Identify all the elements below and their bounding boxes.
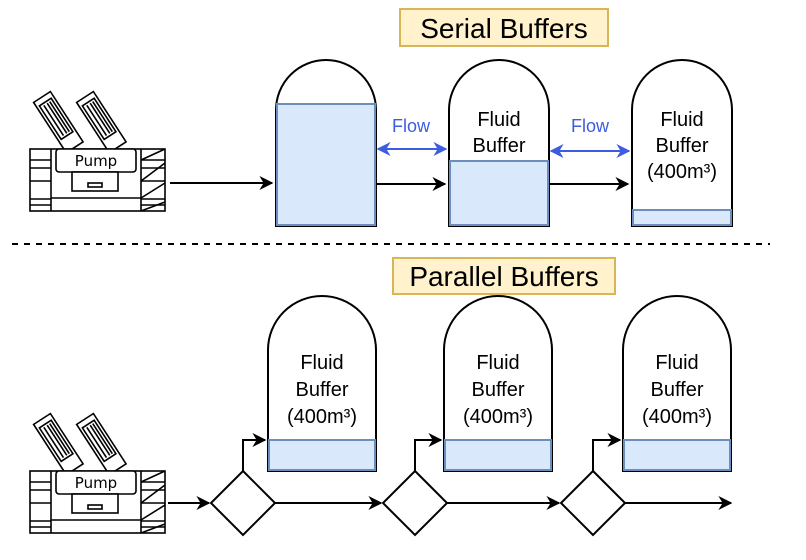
tank-label-line: Buffer	[296, 379, 349, 401]
serial-tank-1	[275, 59, 377, 227]
flow-label-2: Flow	[571, 116, 610, 136]
splitter-diamond-3	[559, 469, 627, 537]
fluid-level	[449, 160, 549, 226]
tank-label-line: Fluid	[655, 352, 698, 374]
tank-label-line: Fluid	[477, 109, 520, 131]
tank-label-line: Fluid	[660, 109, 703, 131]
tank-label-line: (400m³)	[642, 406, 712, 428]
parallel-tank-3: Fluid Buffer (400m³)	[622, 295, 732, 472]
tank-outline	[443, 295, 553, 472]
tank-label-line: Buffer	[651, 379, 704, 401]
tank-outline	[622, 295, 732, 472]
fluid-level	[623, 439, 731, 471]
splitter-diamond-1	[209, 469, 277, 537]
flow-label-1: Flow	[392, 116, 431, 136]
tank-label-line: Fluid	[300, 352, 343, 374]
fluid-level	[632, 209, 732, 226]
parallel-title: Parallel Buffers	[392, 257, 616, 295]
branch-arrow-3	[592, 433, 622, 471]
fluid-level	[444, 439, 552, 471]
serial-title: Serial Buffers	[399, 8, 609, 47]
tank-label-line: Buffer	[472, 379, 525, 401]
tank-label-line: Buffer	[473, 135, 526, 157]
fluid-level	[268, 439, 376, 471]
serial-tank-3: Fluid Buffer (400m³)	[631, 59, 733, 227]
fluid-level	[276, 103, 376, 226]
parallel-title-box	[392, 257, 616, 295]
parallel-title-text: Parallel Buffers	[409, 261, 598, 292]
splitter-diamond-2	[381, 469, 449, 537]
pump-label: Pump	[75, 152, 117, 170]
serial-tank-2: Fluid Buffer	[448, 59, 550, 227]
tank-outline	[267, 295, 377, 472]
tank-label-line: (400m³)	[463, 406, 533, 428]
pump-label: Pump	[75, 474, 117, 492]
parallel-section: Parallel Buffers Pump Fluid Buffer (400m…	[29, 257, 733, 537]
parallel-tank-1: Fluid Buffer (400m³)	[267, 295, 377, 472]
serial-pump: Pump	[29, 90, 166, 212]
parallel-tank-2: Fluid Buffer (400m³)	[443, 295, 553, 472]
tank-label-line: (400m³)	[647, 161, 717, 183]
tank-outline	[631, 59, 733, 227]
tank-label-line: (400m³)	[287, 406, 357, 428]
parallel-pump: Pump	[29, 412, 166, 534]
tank-label-line: Fluid	[476, 352, 519, 374]
branch-arrow-1	[242, 433, 267, 471]
serial-title-text: Serial Buffers	[420, 13, 588, 44]
serial-title-box	[399, 8, 609, 47]
branch-arrow-2	[414, 433, 443, 471]
tank-label-line: Buffer	[656, 135, 709, 157]
serial-section: Serial Buffers Pump Fluid Buffer Fluid B…	[29, 8, 733, 227]
